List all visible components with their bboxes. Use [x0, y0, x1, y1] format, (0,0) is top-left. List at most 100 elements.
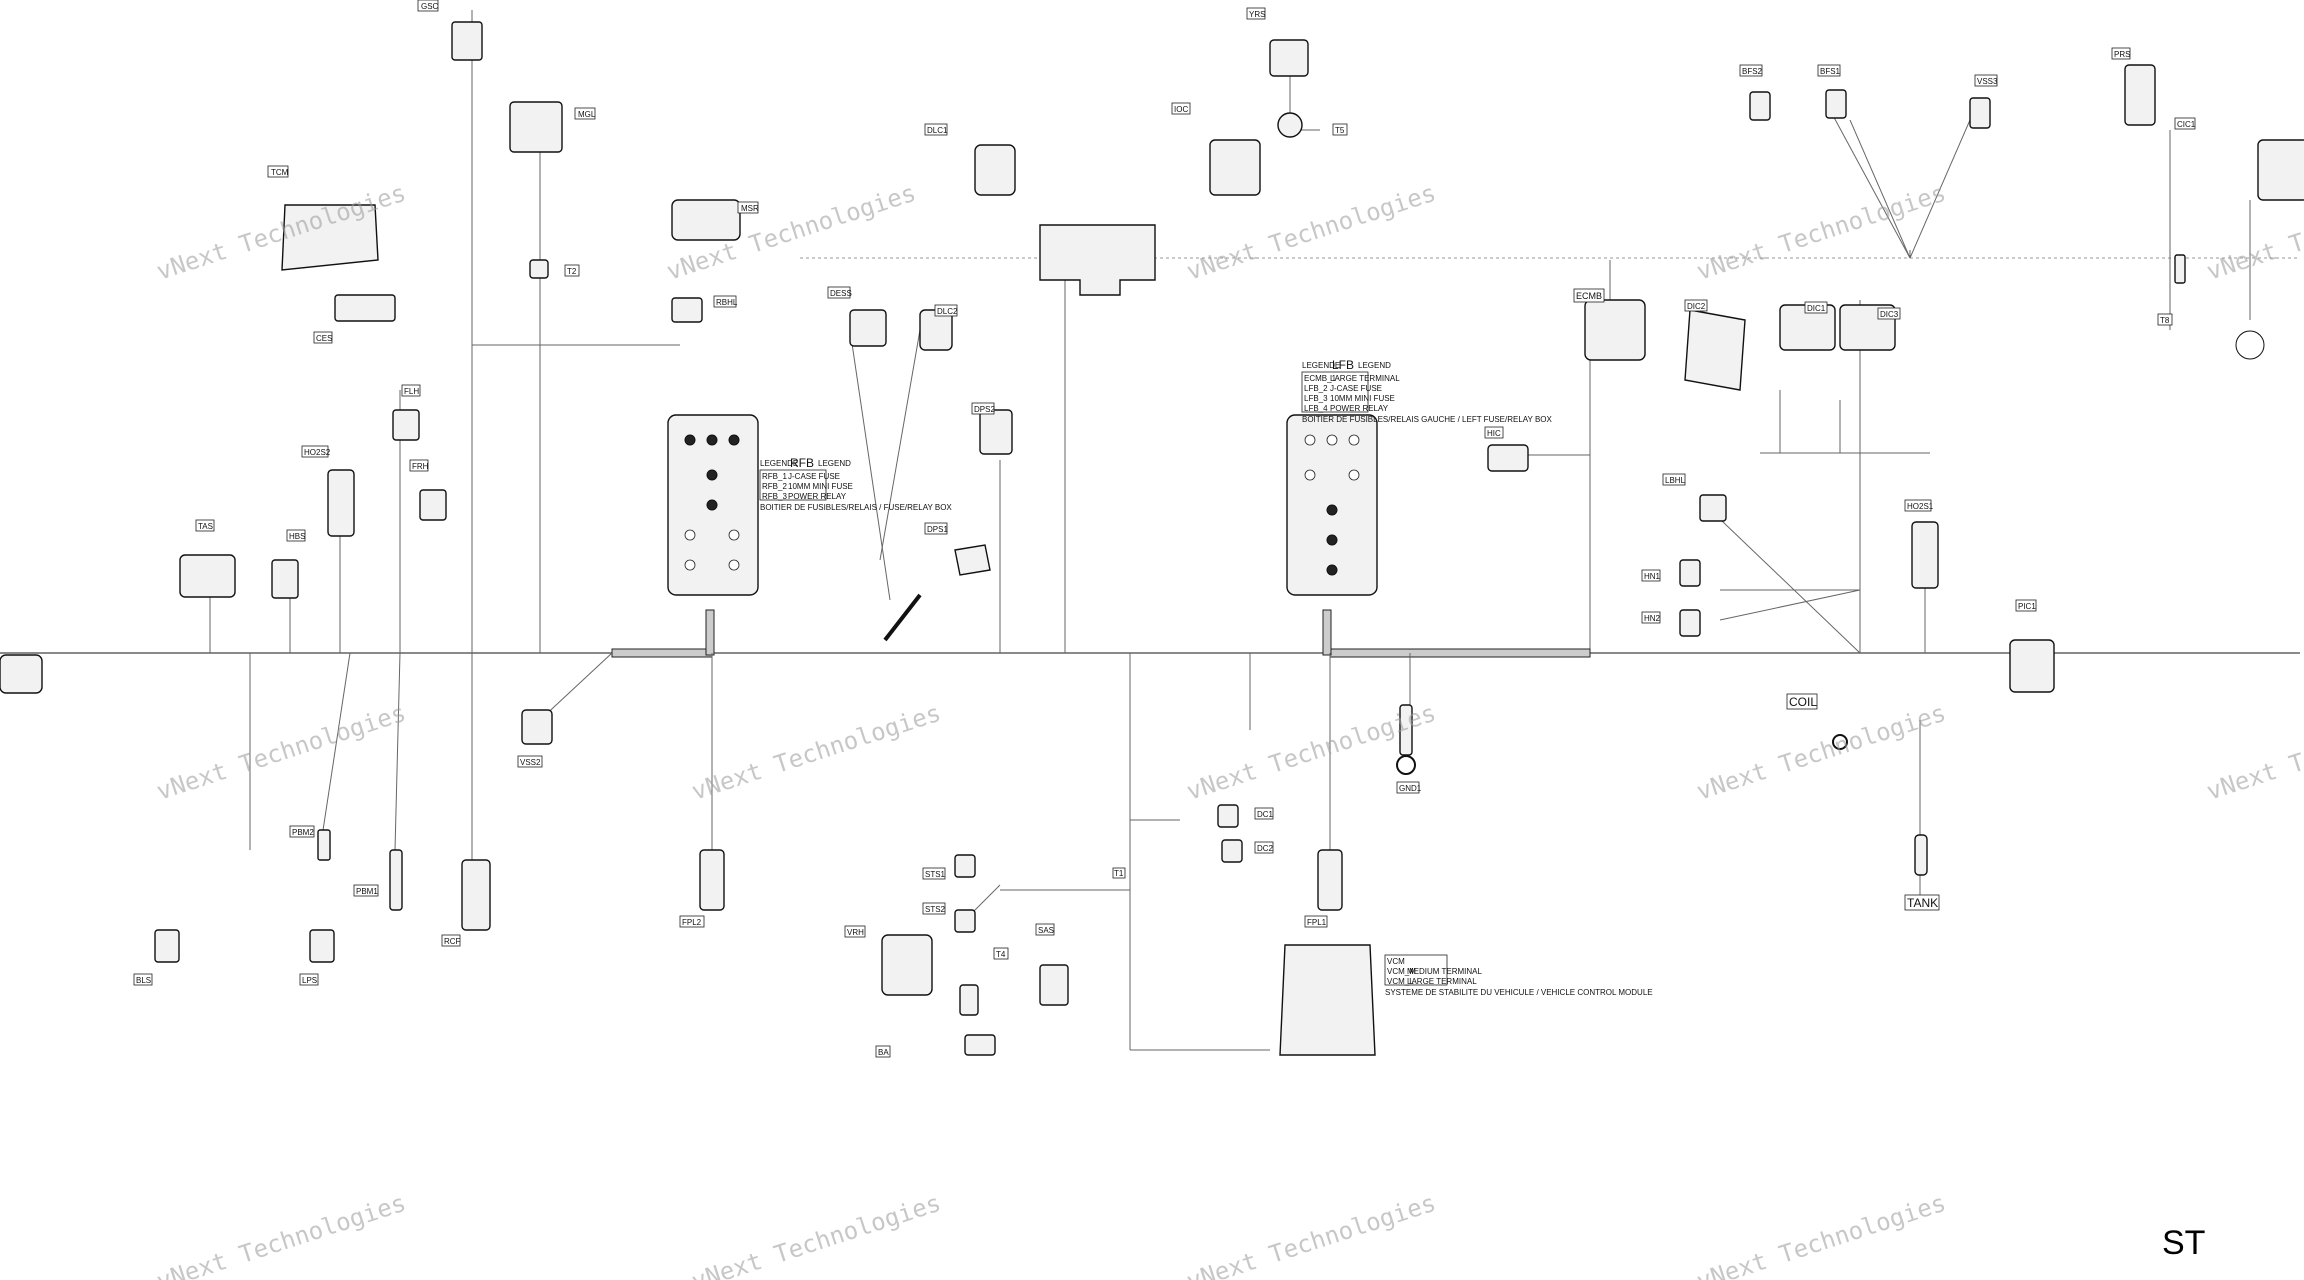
legend-lfb-row2-code: LFB_2 — [1304, 384, 1328, 393]
legend-vcm-caption: SYSTEME DE STABILITE DU VEHICULE / VEHIC… — [1385, 988, 1653, 997]
legend-vcm-row1-code: VCM — [1387, 957, 1405, 966]
connector-bfs2 — [1749, 91, 1771, 121]
tag-hn2: HN2 — [1644, 614, 1661, 623]
connector-ba — [964, 1034, 996, 1056]
connector-fpl2 — [699, 849, 725, 911]
connector-tas — [179, 554, 236, 598]
connector-t5 — [1277, 112, 1303, 138]
legend-rfb: LEGENDE RFB LEGEND RFB_1 J-CASE FUSE RFB… — [759, 456, 952, 512]
tag-gsc: GSC — [421, 2, 439, 11]
legend-rfb-title2: LEGEND — [818, 459, 851, 468]
connector-rbhl — [671, 297, 703, 323]
connector-bfs1 — [1825, 89, 1847, 119]
tag-hic: HIC — [1487, 429, 1501, 438]
tag-lps: LPS — [302, 976, 317, 985]
connector-yrs — [1269, 39, 1309, 77]
tag-rcf: RCF — [444, 937, 461, 946]
tag-vrh: VRH — [847, 928, 864, 937]
connector-cic1 — [2257, 139, 2304, 201]
connector-frh — [419, 489, 447, 521]
tag-ces: CES — [316, 334, 332, 343]
watermark: vNext Technologies — [153, 1189, 409, 1280]
connector-vrh — [881, 934, 933, 996]
tag-dc2: DC2 — [1257, 844, 1274, 853]
legend-vcm-row2-code: VCM_M — [1387, 967, 1416, 976]
connector-hn2 — [1679, 609, 1701, 637]
legend-lfb-row3-code: LFB_3 — [1304, 394, 1328, 403]
tag-dic2: DIC2 — [1687, 302, 1706, 311]
connector-lps — [309, 929, 335, 963]
connector-mgl — [509, 101, 563, 153]
connector-t4 — [959, 984, 979, 1016]
legend-lfb-row4-desc: POWER RELAY — [1330, 404, 1389, 413]
watermark: vNext Technologies — [153, 699, 409, 806]
connector-vss2 — [521, 709, 553, 745]
legend-rfb-row3-desc: POWER RELAY — [788, 492, 847, 501]
connector-ces — [334, 294, 396, 322]
module-ecmb — [1584, 299, 1646, 361]
fuse-box-rfb-terminals — [684, 434, 740, 571]
legend-vcm-row3-desc: LARGE TERMINAL — [1407, 977, 1477, 986]
tag-t4: T4 — [996, 950, 1006, 959]
connector-dps1 — [954, 544, 991, 576]
tag-t5: T5 — [1335, 126, 1345, 135]
tag-prs: PRS — [2114, 50, 2130, 59]
tag-tas: TAS — [198, 522, 213, 531]
tag-dlc1: DLC1 — [927, 126, 948, 135]
legend-lfb-name: LFB — [1332, 358, 1354, 372]
tag-flh: FLH — [404, 387, 419, 396]
legend-lfb-row1-code: ECMB_1 — [1304, 374, 1337, 383]
dps1-probe — [883, 593, 922, 642]
tag-pbm2: PBM2 — [292, 828, 314, 837]
tag-t2: T2 — [567, 267, 577, 276]
legend-lfb-row4-code: LFB_4 — [1304, 404, 1328, 413]
module-tcm — [281, 204, 379, 271]
tag-dic1: DIC1 — [1807, 304, 1826, 313]
legend-lfb-row1-desc: LARGE TERMINAL — [1330, 374, 1400, 383]
legend-rfb-row3-code: RFB_3 — [762, 492, 787, 501]
branch-wires — [209, 60, 1971, 926]
tag-msr: MSR — [741, 204, 759, 213]
tag-dps2: DPS2 — [974, 405, 995, 414]
tag-coil: COIL — [1789, 695, 1817, 709]
legend-lfb-title: LEGENDE — [1302, 361, 1340, 370]
connector-dlc1 — [974, 144, 1016, 196]
connector-ho2s2 — [327, 469, 355, 537]
tag-vss3: VSS3 — [1977, 77, 1998, 86]
connector-bls — [154, 929, 180, 963]
connector-gsc — [451, 21, 483, 61]
tag-fpl2: FPL2 — [682, 918, 702, 927]
connector-msr — [671, 199, 741, 241]
connector-dc2 — [1221, 839, 1243, 863]
connector-fuel-pump — [0, 654, 43, 694]
connector-dc1 — [1217, 804, 1239, 828]
tag-ba: BA — [878, 1048, 889, 1057]
watermark: vNext Technologies — [1693, 1189, 1949, 1280]
legend-lfb-caption: BOITIER DE FUSIBLES/RELAIS GAUCHE / LEFT… — [1302, 415, 1553, 424]
connector-prs — [2124, 64, 2156, 126]
tag-yrs: YRS — [1249, 10, 1265, 19]
connector-dps2 — [979, 409, 1013, 455]
connector-lbhl — [1699, 494, 1727, 522]
tag-t1: T1 — [1114, 869, 1124, 878]
watermark: vNext Technologies — [688, 699, 944, 806]
connector-pbm2 — [317, 829, 331, 861]
legend-lfb: LEGENDE LFB LEGEND ECMB_1 LARGE TERMINAL… — [1301, 358, 1553, 424]
legend-lfb-row3-desc: 10MM MINI FUSE — [1330, 394, 1395, 403]
tag-lbhl: LBHL — [1665, 476, 1686, 485]
connector-ho2s1 — [1911, 521, 1939, 589]
connector-pic1 — [2009, 639, 2055, 693]
tag-bfs1: BFS1 — [1820, 67, 1841, 76]
tag-bls: BLS — [136, 976, 151, 985]
tag-dic3: DIC3 — [1880, 310, 1899, 319]
tag-sts2: STS2 — [925, 905, 946, 914]
legend-rfb-caption: BOITIER DE FUSIBLES/RELAIS / FUSE/RELAY … — [760, 503, 952, 512]
tag-hn1: HN1 — [1644, 572, 1661, 581]
tag-dlc2: DLC2 — [937, 307, 958, 316]
tag-ecmb: ECMB — [1576, 291, 1602, 301]
module-vcm — [1279, 944, 1376, 1056]
tag-bfs2: BFS2 — [1742, 67, 1763, 76]
tag-ho2s1: HO2S1 — [1907, 502, 1934, 511]
legend-rfb-row2-desc: 10MM MINI FUSE — [788, 482, 853, 491]
